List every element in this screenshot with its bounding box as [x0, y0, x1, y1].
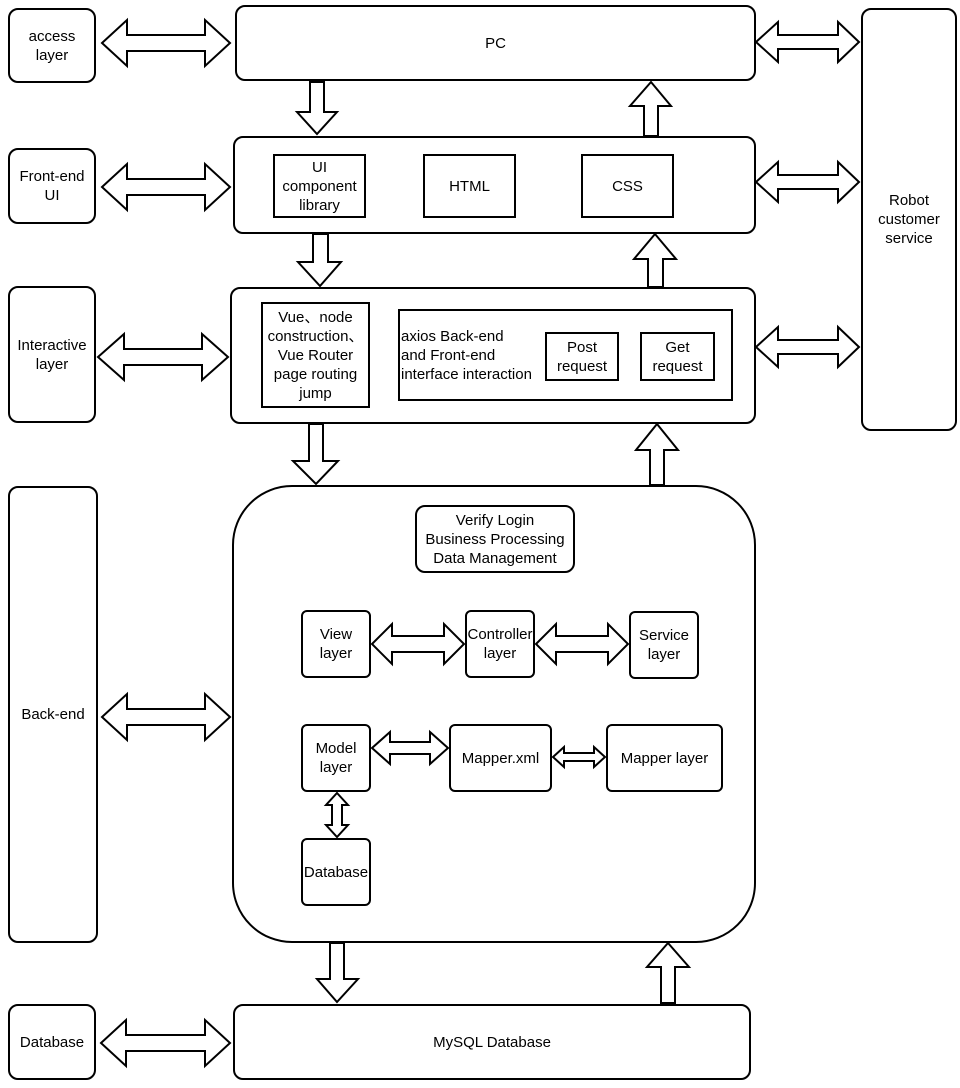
frontend-layer-label: Front-end UI [8, 148, 96, 224]
robot-customer-service-box: Robot customer service [861, 8, 957, 431]
pc-label: PC [485, 34, 506, 52]
double-arrow-pc-robot [754, 19, 861, 65]
mysql-database-box: MySQL Database [233, 1004, 751, 1080]
css-label: CSS [612, 177, 643, 195]
up-arrow-frontend-pc [627, 80, 674, 137]
ui-component-library-box: UI component library [273, 154, 366, 218]
down-arrow-frontend-interactive [295, 233, 344, 288]
vue-node-router-box: Vue、node construction、 Vue Router page r… [261, 302, 370, 408]
view-layer-box: View layer [301, 610, 371, 678]
double-arrow-backend [100, 691, 232, 743]
controller-layer-box: Controller layer [465, 610, 535, 678]
html-label: HTML [449, 177, 490, 195]
database-layer-label: Database [8, 1004, 96, 1080]
down-arrow-backend-mysql [314, 942, 361, 1004]
up-arrow-interactive-frontend [631, 232, 679, 288]
up-arrow-backend-interactive [633, 422, 681, 486]
mapper-xml-box: Mapper.xml [449, 724, 552, 792]
mapper-layer-box: Mapper layer [606, 724, 723, 792]
post-request-box: Post request [545, 332, 619, 381]
backend-summary-box: Verify Login Business Processing Data Ma… [415, 505, 575, 573]
backend-database-label: Database [303, 863, 369, 881]
double-arrow-frontend [100, 161, 232, 213]
mapper-layer-label: Mapper layer [620, 749, 709, 767]
service-layer-box: Service layer [629, 611, 699, 679]
mapper-xml-label: Mapper.xml [461, 749, 540, 767]
mysql-database-label: MySQL Database [433, 1033, 551, 1051]
axios-label: axios Back-end and Front-end interface i… [401, 328, 532, 383]
double-arrow-database [99, 1017, 232, 1069]
up-arrow-mysql-backend [644, 941, 692, 1004]
css-box: CSS [581, 154, 674, 218]
interactive-layer-label: Interactive layer [8, 286, 96, 423]
access-layer-label: access layer [8, 8, 96, 83]
pc-box: PC [235, 5, 756, 81]
down-arrow-interactive-backend [290, 423, 341, 486]
html-box: HTML [423, 154, 516, 218]
backend-database-box: Database [301, 838, 371, 906]
double-arrow-frontend-robot [754, 159, 861, 205]
model-layer-box: Model layer [301, 724, 371, 792]
double-arrow-access-pc [100, 17, 232, 69]
down-arrow-pc-frontend [294, 81, 340, 136]
double-arrow-interactive [96, 331, 230, 383]
backend-layer-label: Back-end [8, 486, 98, 943]
get-request-box: Get request [640, 332, 715, 381]
double-arrow-interactive-robot [754, 324, 861, 370]
